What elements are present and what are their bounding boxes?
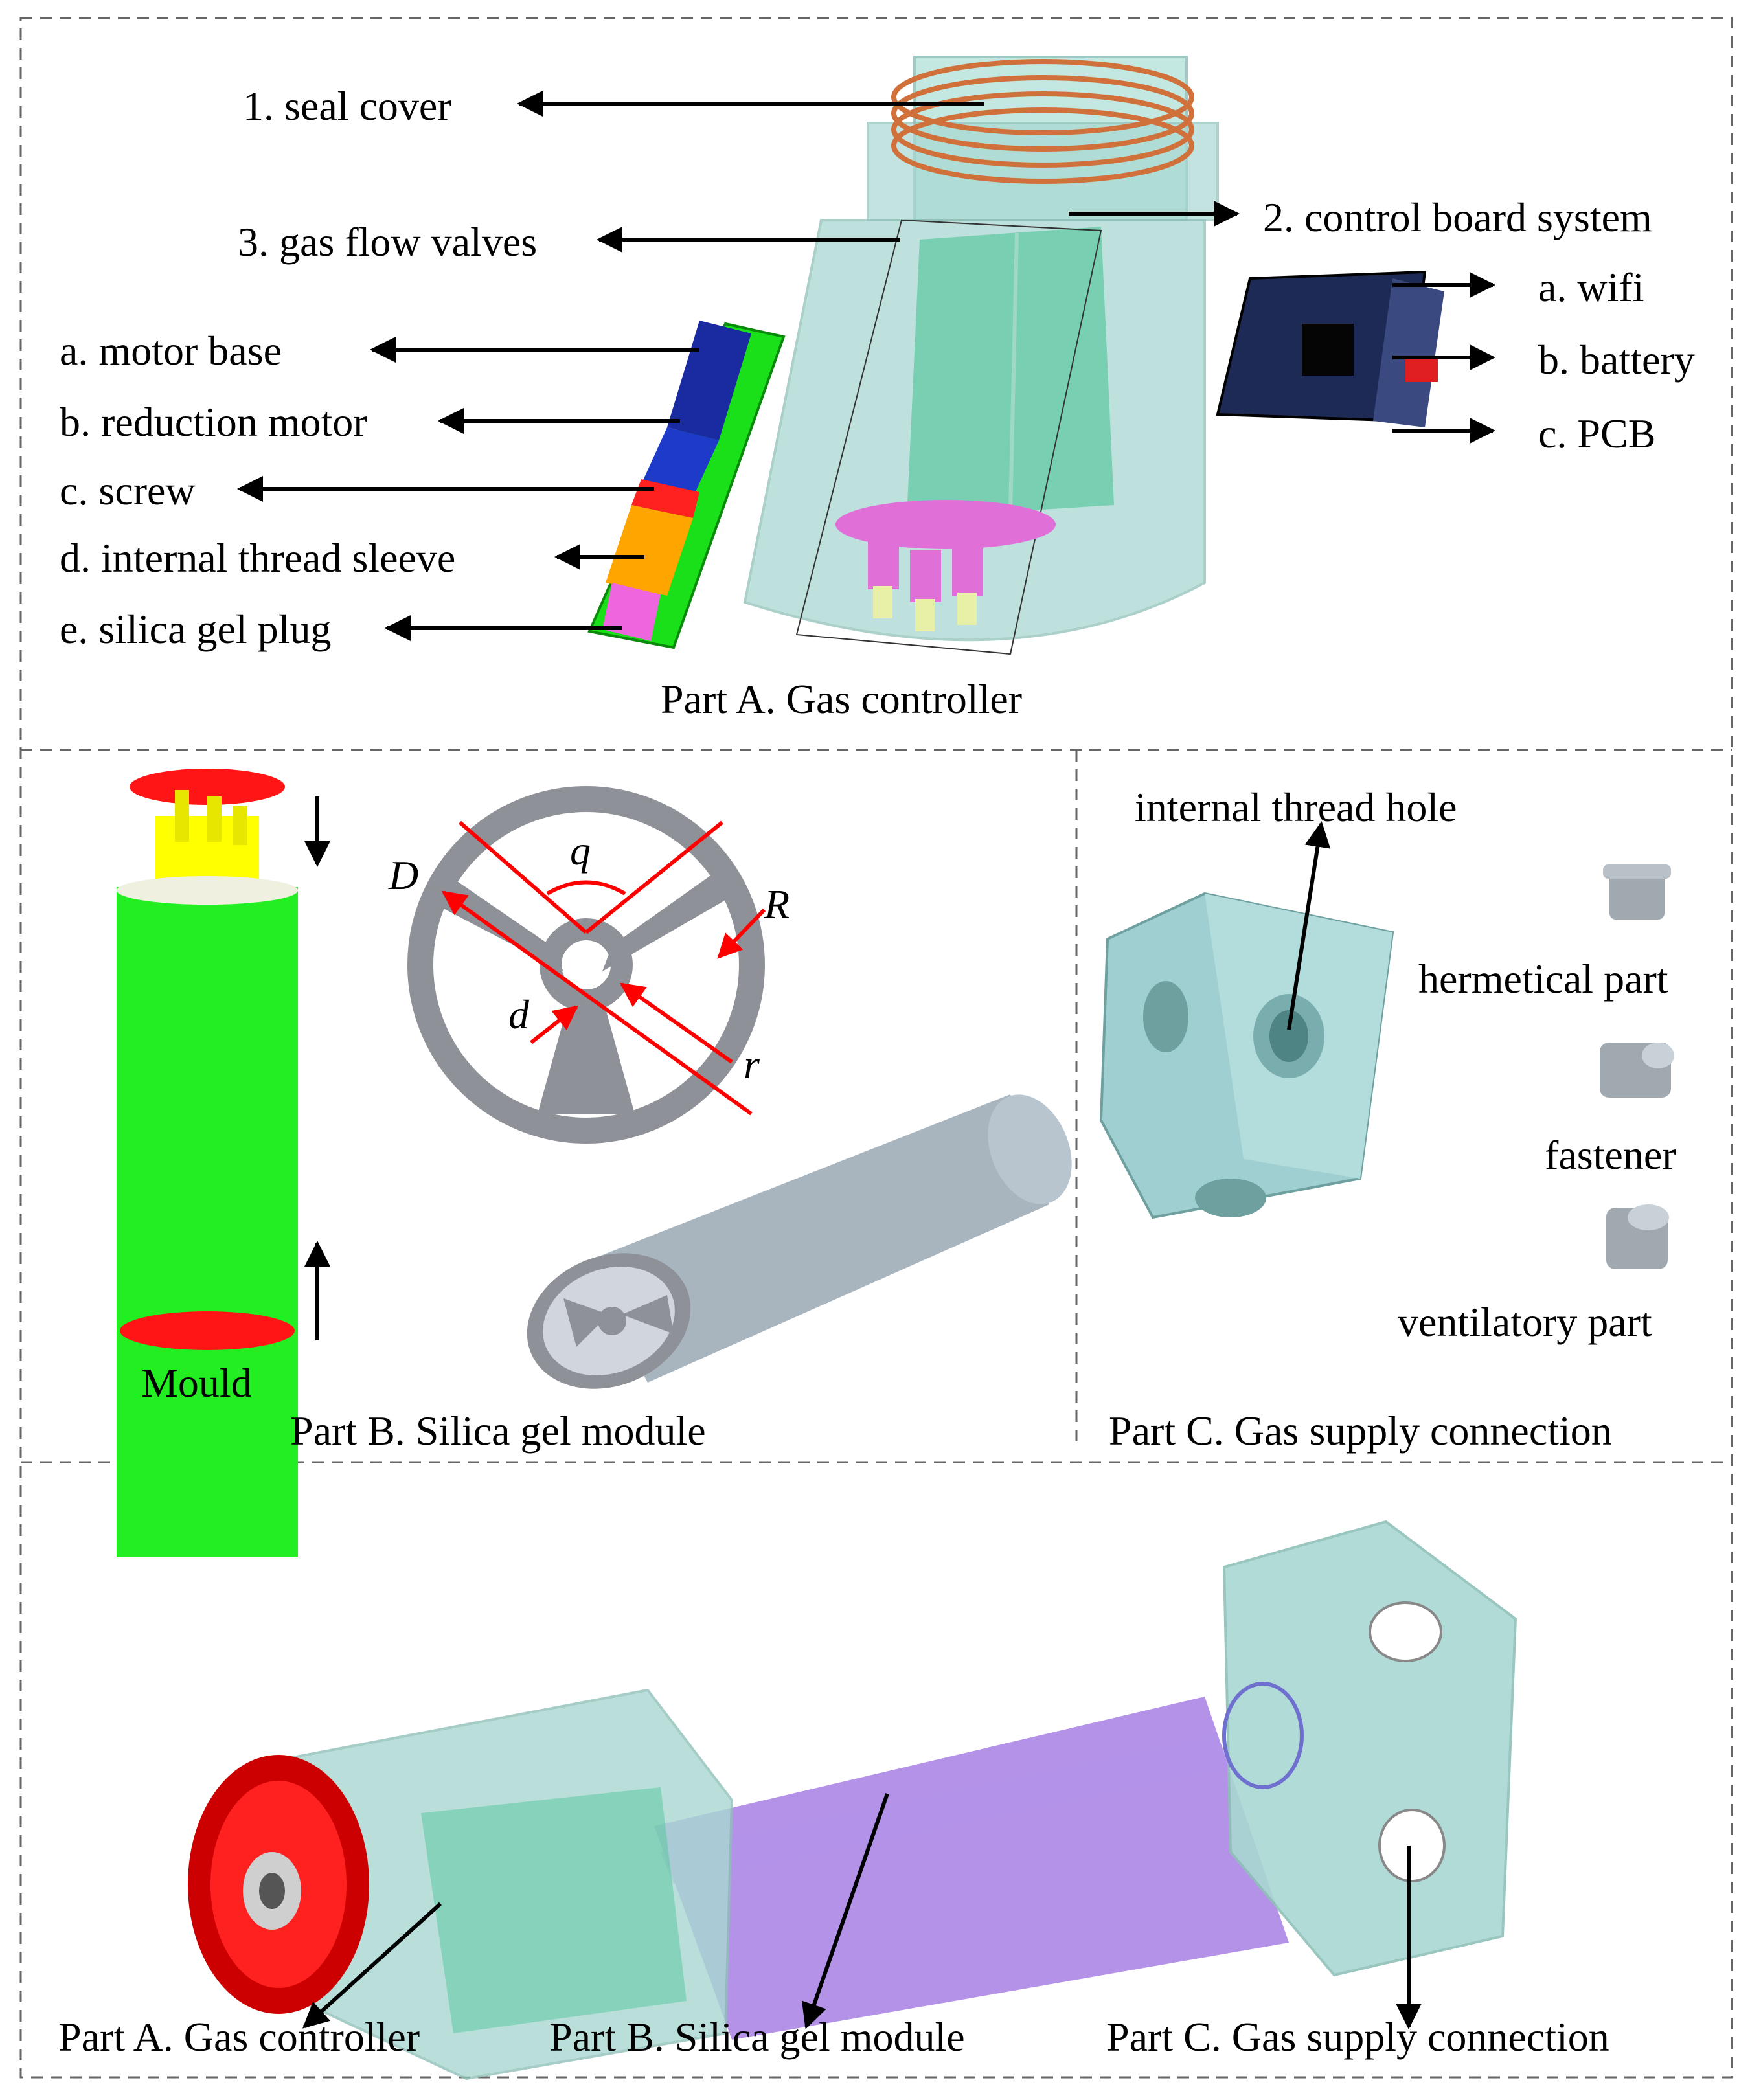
caption-part-a: Part A. Gas controller: [661, 676, 1023, 722]
label-ventilatory-part: ventilatory part: [1398, 1299, 1652, 1345]
connector-cube: [1099, 892, 1394, 1219]
label-mould: Mould: [141, 1360, 252, 1406]
seal-cover-threads: [891, 59, 1194, 184]
dim-r: r: [744, 1041, 760, 1087]
dim-d: d: [508, 991, 529, 1037]
assembly-label-part-c: Part C. Gas supply connection: [1106, 2014, 1609, 2060]
assembly-label-part-b: Part B. Silica gel module: [549, 2014, 965, 2060]
control-board: [1216, 270, 1444, 427]
caption-part-b: Part B. Silica gel module: [290, 1408, 706, 1454]
label-seal-cover: 1. seal cover: [243, 83, 451, 129]
gas-controller-housing: [743, 56, 1219, 655]
label-hermetical-part: hermetical part: [1418, 956, 1668, 1002]
part-a-leaders: [237, 91, 1495, 641]
dimension-lines: [441, 820, 766, 1116]
caption-part-c: Part C. Gas supply connection: [1109, 1408, 1612, 1454]
dim-R: R: [764, 881, 790, 927]
mould: [117, 769, 298, 1557]
label-control-board: 2. control board system: [1263, 194, 1652, 240]
silica-tube: [527, 1094, 1072, 1389]
label-screw: c. screw: [60, 468, 196, 514]
label-thread-sleeve: d. internal thread sleeve: [60, 535, 456, 581]
valve-outlets: [835, 500, 1056, 631]
label-fastener: fastener: [1545, 1132, 1676, 1178]
assembly-label-part-a: Part A. Gas controller: [58, 2014, 420, 2060]
fittings: [1600, 864, 1674, 1269]
dim-D: D: [389, 852, 419, 898]
label-gas-flow-valves: 3. gas flow valves: [238, 219, 538, 265]
label-internal-thread-hole: internal thread hole: [1135, 784, 1457, 830]
label-motor-base: a. motor base: [60, 328, 282, 374]
label-battery: b. battery: [1538, 337, 1695, 383]
label-silica-plug: e. silica gel plug: [60, 606, 332, 652]
assembly-leaders: [302, 1793, 1422, 2029]
panel-borders: [19, 17, 1733, 2079]
dim-q: q: [570, 828, 591, 874]
label-wifi: a. wifi: [1538, 264, 1644, 310]
thread-hole-leader: [1287, 821, 1331, 1030]
label-pcb: c. PCB: [1538, 411, 1656, 457]
label-reduction-motor: b. reduction motor: [60, 399, 367, 445]
assembly-view: [188, 1520, 1517, 2081]
motor-assembly: [587, 321, 786, 649]
